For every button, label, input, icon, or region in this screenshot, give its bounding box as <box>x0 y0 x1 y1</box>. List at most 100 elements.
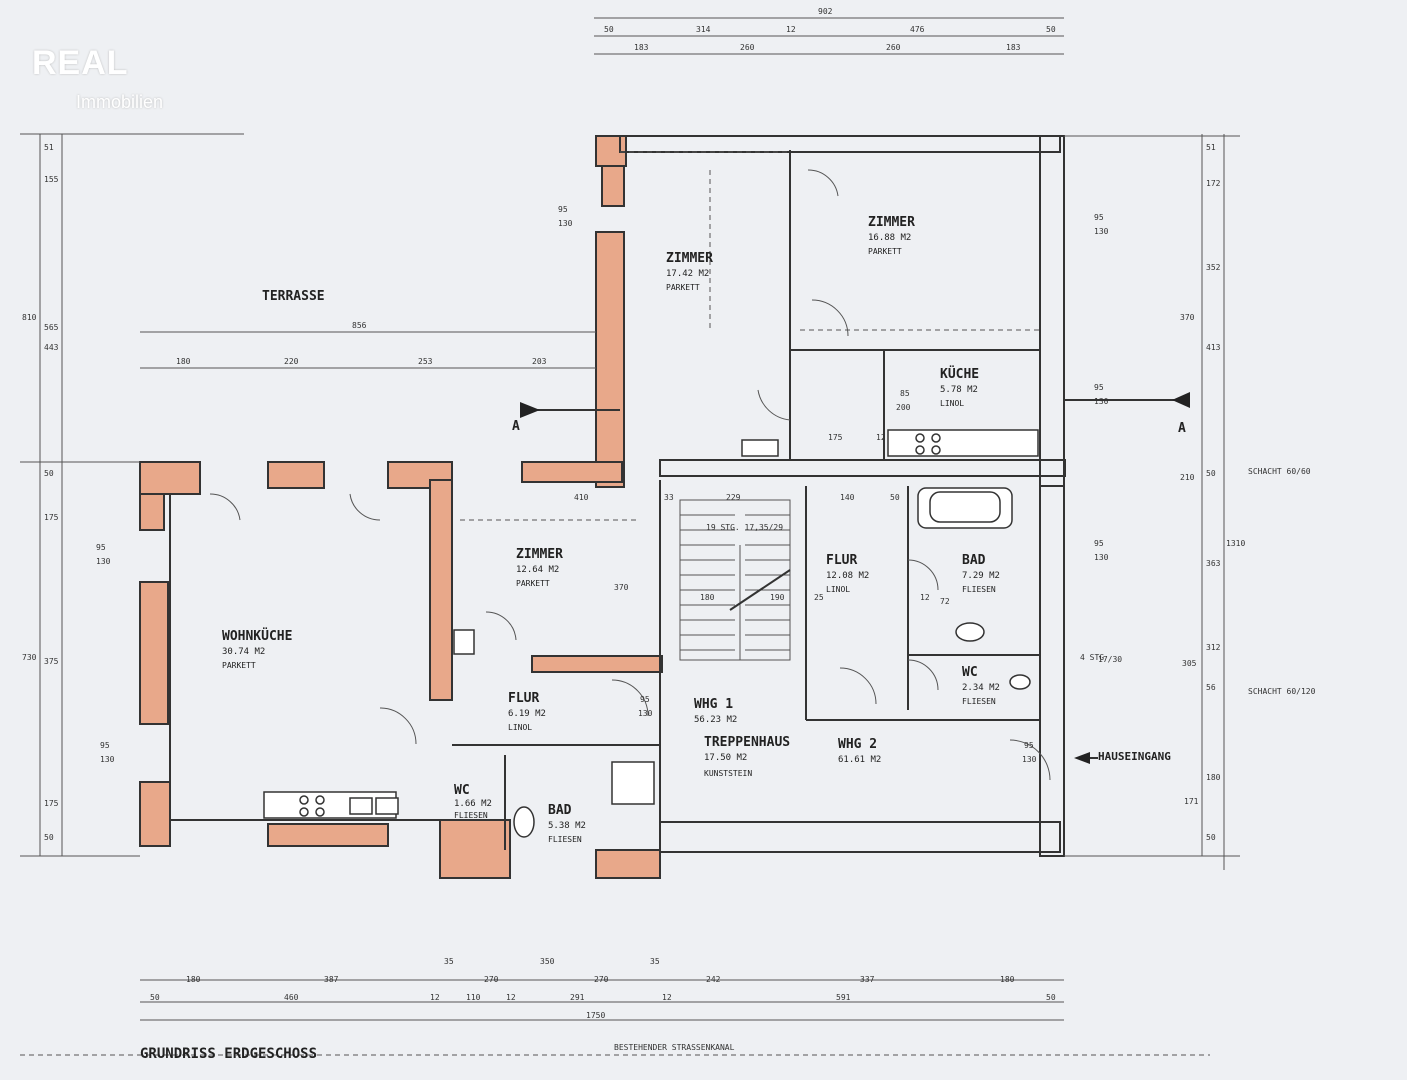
label-dimensions-right_col-12: 180 <box>1206 773 1221 782</box>
room-area-bad-right: 7.29 M2 <box>962 571 1000 581</box>
label-dimensions-window_marks-1: 130 <box>558 219 573 228</box>
hob-stairwell <box>741 439 779 457</box>
label-dimensions-bottom_row1-8: 337 <box>860 975 875 984</box>
label-dimensions-left_col-4: 50 <box>44 469 54 478</box>
label-dimensions-misc-0: 175 <box>828 433 843 442</box>
label-dimensions-bottom_row2-2: 12 <box>430 993 440 1002</box>
legend-strassenkanal: BESTEHENDER STRASSENKANAL <box>614 1043 735 1052</box>
label-dimensions-right_col-8: 363 <box>1206 559 1221 568</box>
label-dimensions-bottom_row1-9: 180 <box>1000 975 1015 984</box>
dim-top-total: 902 <box>818 7 833 16</box>
room-area-flur-right: 12.08 M2 <box>826 571 869 581</box>
label-dimensions-bottom_row2-5: 291 <box>570 993 585 1002</box>
misc-labels: TERRASSE A A SCHACHT 60/60 SCHACHT 60/12… <box>140 289 1316 1062</box>
label-dimensions-terrasse_row-3: 203 <box>532 357 547 366</box>
toilet-right <box>1009 674 1031 690</box>
label-dimensions-left_col-0: 51 <box>44 143 54 152</box>
label-dimensions-right_col-6: 210 <box>1180 473 1195 482</box>
room-name-wc-right: WC <box>962 665 978 680</box>
plan-circle <box>931 433 941 443</box>
label-dimensions-right_col-1: 172 <box>1206 179 1221 188</box>
room-area-zimmer-nw: 17.42 M2 <box>666 269 709 279</box>
room-floor-kueche: LINOL <box>940 399 964 408</box>
section-arrow-left <box>520 402 540 418</box>
room-floor-wohnkueche: PARKETT <box>222 661 256 670</box>
label-dimensions-top_row1-3: 476 <box>910 25 925 34</box>
label-section-a-right: A <box>1178 421 1186 436</box>
label-dimensions-window_marks-0: 95 <box>1094 539 1104 548</box>
label-dimensions-misc-9: 25 <box>814 593 824 602</box>
label-dimensions-right_col-13: 171 <box>1184 797 1199 806</box>
door-zimmer-ne-top <box>807 169 839 197</box>
wall-east-mid <box>659 459 1066 477</box>
room-name-zimmer-ne: ZIMMER <box>868 215 915 230</box>
sink-1 <box>349 797 373 815</box>
real-immobilien-logo: REAL Immobilien <box>32 44 163 112</box>
room-area-wc-right: 2.34 M2 <box>962 683 1000 693</box>
wall-zimmer-south <box>531 655 663 673</box>
label-dimensions-left_col-11: 810 <box>22 313 37 322</box>
label-dimensions-bottom_row2-0: 50 <box>150 993 160 1002</box>
hob-4 <box>315 807 325 817</box>
label-dimensions-right_col-2: 352 <box>1206 263 1221 272</box>
label-dimensions-top_row1-4: 50 <box>1046 25 1056 34</box>
label-dimensions-window_marks-1: 130 <box>1022 755 1037 764</box>
staircase <box>679 499 791 661</box>
label-dimensions-window_marks-1: 130 <box>1094 227 1109 236</box>
room-floor-treppenhaus: KUNSTSTEIN <box>704 769 752 778</box>
label-dimensions-top_row2-0: 183 <box>634 43 649 52</box>
wall-east-upper <box>1039 135 1065 487</box>
shower-left <box>611 761 655 805</box>
label-dimensions-misc-6: 33 <box>664 493 674 502</box>
label-dimensions-top_row1-2: 12 <box>786 25 796 34</box>
wall-north <box>619 135 1061 153</box>
room-name-treppenhaus: TREPPENHAUS <box>704 735 790 750</box>
label-dimensions-bottom_row2-3: 110 <box>466 993 481 1002</box>
room-floor-zimmer-nw: PARKETT <box>666 283 700 292</box>
label-dimensions-right_col-0: 51 <box>1206 143 1216 152</box>
door-zimmer-mid <box>485 611 517 641</box>
wall-south-east <box>659 821 1061 853</box>
wall-corner-west-top <box>139 461 201 495</box>
label-dimensions-left_col-2: 565 <box>44 323 59 332</box>
label-whg1: WHG 1 <box>694 697 733 712</box>
label-hauseingang: HAUSEINGANG <box>1098 750 1171 763</box>
wall-north-west <box>595 231 625 488</box>
room-name-zimmer-mid: ZIMMER <box>516 547 563 562</box>
label-dimensions-bottom_row1-2: 35 <box>444 957 454 966</box>
wall-north-west-upper <box>601 165 625 207</box>
room-floor-flur-left: LINOL <box>508 723 532 732</box>
washbasin-right <box>955 622 985 642</box>
label-whg2: WHG 2 <box>838 737 877 752</box>
dim-terrasse-total: 856 <box>352 321 367 330</box>
stair-outline <box>679 499 791 661</box>
label-dimensions-left_col-3: 443 <box>44 343 59 352</box>
logo-subtitle: Immobilien <box>76 92 164 112</box>
label-dimensions-left_col-10: 50 <box>44 833 54 842</box>
label-dimensions-misc-11: 180 <box>700 593 715 602</box>
plan-circle <box>915 433 925 443</box>
label-dimensions-window_marks-0: 95 <box>1094 213 1104 222</box>
label-dimensions-bottom_row1-1: 387 <box>324 975 339 984</box>
kitchen-counter-right <box>887 429 1039 457</box>
label-dimensions-right_col-9: 312 <box>1206 643 1221 652</box>
label-dimensions-misc-8: 370 <box>614 583 629 592</box>
wall-inner-vertical <box>429 479 453 701</box>
label-schacht-2: SCHACHT 60/120 <box>1248 687 1316 696</box>
dashed-lines <box>20 151 1210 1056</box>
label-dimensions-door_marks-1: 200 <box>896 403 911 412</box>
label-whg2-area: 61.61 M2 <box>838 755 881 765</box>
label-dimensions-bottom_row2-7: 591 <box>836 993 851 1002</box>
kitchen-counter <box>263 791 397 819</box>
stair-cut-line <box>729 569 791 611</box>
label-dimensions-top_row1-1: 314 <box>696 25 711 34</box>
room-floor-wc-right: FLIESEN <box>962 697 996 706</box>
room-area-flur-left: 6.19 M2 <box>508 709 546 719</box>
label-dimensions-window_marks-1: 130 <box>1094 553 1109 562</box>
room-name-wohnkueche: WOHNKÜCHE <box>222 628 292 644</box>
wall-west-top-mid <box>267 461 325 489</box>
toilet-left <box>513 806 535 838</box>
label-dimensions-window_marks-0: 95 <box>1094 383 1104 392</box>
dimension-numbers: 902 50 314 12 476 50 183 260 260 183 856… <box>22 7 1245 1020</box>
label-dimensions-window_marks-0: 95 <box>96 543 106 552</box>
